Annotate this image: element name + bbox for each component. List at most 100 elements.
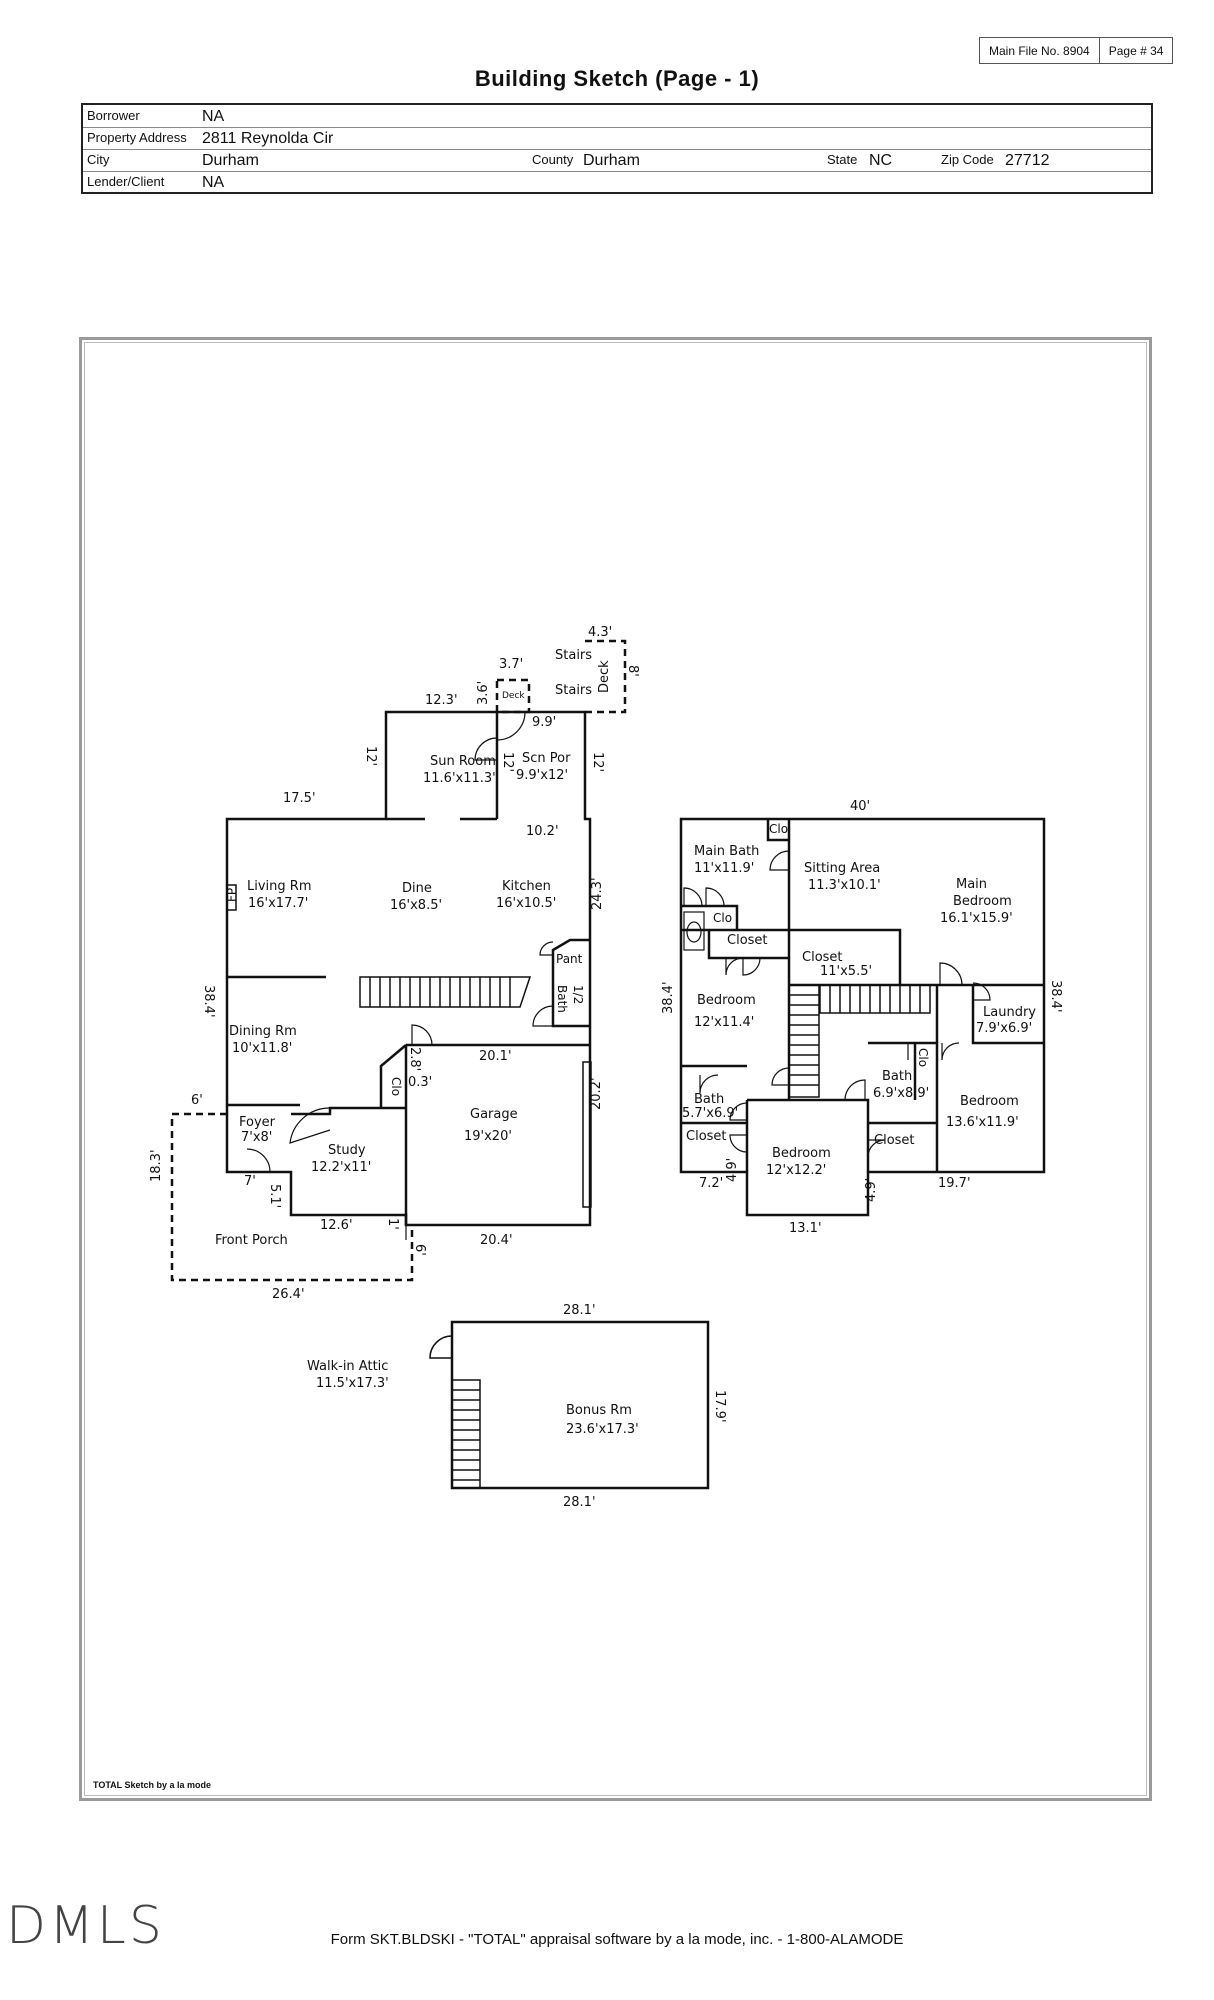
closet-wall	[707, 930, 789, 960]
front-porch-dashed	[170, 1112, 414, 1282]
label-closet-2: Closet	[802, 950, 843, 965]
label-deck-small: Deck	[502, 691, 525, 701]
dim-4-3: 4.3'	[588, 625, 612, 640]
file-number-box: Main File No. 8904 Page # 34	[979, 37, 1174, 64]
label-bonus-dim: 23.6'x17.3'	[566, 1422, 639, 1437]
row-city: City Durham County Durham State NC Zip C…	[83, 149, 1151, 172]
attic-stairs	[429, 1335, 481, 1489]
borrower-label: Borrower	[87, 108, 140, 123]
row-address: Property Address 2811 Reynolda Cir	[83, 127, 1151, 150]
sketch-sheet	[79, 337, 1152, 1801]
label-dine-dim: 16'x8.5'	[390, 898, 442, 913]
label-bedroom-3: Bedroom	[960, 1094, 1019, 1109]
label-closet-1: Closet	[727, 933, 768, 948]
dim-20-1: 20.1'	[479, 1049, 512, 1064]
label-scn-por-dim: 9.9'x12'	[516, 768, 568, 783]
label-clo-top: Clo	[769, 822, 788, 836]
label-dining-dim: 10'x11.8'	[232, 1041, 292, 1056]
label-bath-mid: Bath	[882, 1069, 912, 1084]
clo-top	[766, 819, 789, 842]
dim-18-3: 18.3'	[149, 1149, 164, 1182]
dim-40: 40'	[850, 799, 870, 814]
label-kitchen-dim: 16'x10.5'	[496, 896, 556, 911]
borrower-value: NA	[202, 108, 225, 125]
label-scn-por: Scn Por	[522, 751, 571, 766]
city-value: Durham	[202, 152, 259, 169]
label-study: Study	[328, 1143, 366, 1158]
page-title: Building Sketch (Page - 1)	[474, 66, 760, 91]
dim-3-6: 3.6'	[476, 681, 491, 705]
label-bedroom-3-dim: 13.6'x11.9'	[946, 1115, 1019, 1130]
dim-0-3: 0.3'	[408, 1075, 432, 1090]
label-clo-left: Clo	[713, 911, 732, 925]
dim-13-1: 13.1'	[789, 1221, 822, 1236]
label-half-bath: 1/2	[571, 985, 585, 1004]
form-footer: Form SKT.BLDSKI - "TOTAL" appraisal soft…	[330, 1931, 904, 1948]
clo-left	[681, 904, 739, 930]
label-deck: Deck	[597, 660, 612, 693]
label-clo: Clo	[389, 1077, 403, 1096]
label-stairs-2: Stairs	[555, 683, 592, 698]
lender-value: NA	[202, 174, 225, 191]
second-floor-stairs	[788, 984, 931, 1098]
city-label: City	[87, 152, 110, 167]
label-sun-room: Sun Room	[430, 754, 496, 769]
dim-38-4: 38.4'	[201, 985, 216, 1018]
dim-20-4: 20.4'	[480, 1233, 513, 1248]
label-main-bath-dim: 11'x11.9'	[694, 861, 754, 876]
dim-12-a: 12'	[363, 746, 378, 766]
label-bedroom-2: Bedroom	[772, 1146, 831, 1161]
dim-12-3: 12.3'	[425, 693, 458, 708]
label-main-bed-dim: 16.1'x15.9'	[940, 911, 1013, 926]
first-floor-outline	[225, 710, 592, 1227]
label-bath-small-dim: 5.7'x6.9'	[682, 1106, 738, 1121]
label-pant: Pant	[556, 952, 583, 966]
address-label: Property Address	[87, 130, 187, 145]
sketch-credit: TOTAL Sketch by a la mode	[93, 1780, 212, 1790]
second-floor-doors	[683, 850, 991, 1158]
dim-6-a: 6'	[191, 1093, 203, 1108]
county-label: County	[532, 152, 574, 167]
label-bonus: Bonus Rm	[566, 1403, 632, 1418]
zip-value: 27712	[1005, 152, 1050, 169]
laundry-wall	[971, 983, 1044, 1045]
label-living: Living Rm	[247, 879, 311, 894]
dim-4-9-a: 4.9'	[725, 1158, 740, 1182]
label-foyer: Foyer	[239, 1115, 276, 1130]
county-value: Durham	[583, 152, 640, 169]
dim-28-1-a: 28.1'	[563, 1303, 596, 1318]
label-main-bath: Main Bath	[694, 844, 759, 859]
garage-door	[582, 1061, 592, 1208]
dim-7: 7'	[244, 1174, 256, 1189]
label-half-bath-2: Bath	[555, 985, 569, 1013]
label-study-dim: 12.2'x11'	[311, 1160, 371, 1175]
sketch-sheet-inner	[84, 342, 1147, 1796]
main-file-number: Main File No. 8904	[989, 43, 1090, 58]
dim-17-9: 17.9'	[712, 1390, 727, 1423]
dim-6-b: 6'	[412, 1244, 427, 1256]
dim-7-2: 7.2'	[699, 1176, 723, 1191]
property-info-table: Borrower NA Property Address 2811 Reynol…	[81, 103, 1153, 194]
label-sun-room-dim: 11.6'x11.3'	[423, 771, 496, 786]
dim-1: 1'	[385, 1218, 400, 1230]
label-walk-in: Walk-in Attic	[307, 1359, 388, 1374]
dim-8: 8'	[625, 665, 640, 677]
fireplace	[227, 884, 237, 911]
dim-26-4: 26.4'	[272, 1287, 305, 1302]
dim-28-1-b: 28.1'	[563, 1495, 596, 1510]
dmls-logo: DMLS	[6, 1896, 165, 1956]
dim-5-1: 5.1'	[267, 1184, 282, 1208]
first-floor-plan	[225, 710, 592, 1227]
label-sitting-dim: 11.3'x10.1'	[808, 878, 881, 893]
label-walk-in-dim: 11.5'x17.3'	[316, 1376, 389, 1391]
dim-9-9: 9.9'	[532, 715, 556, 730]
dim-12-6: 12.6'	[320, 1218, 353, 1233]
bedroom-2-top	[747, 1098, 870, 1172]
dim-38-4-a: 38.4'	[661, 981, 676, 1014]
state-value: NC	[869, 152, 893, 169]
label-garage-dim: 19'x20'	[464, 1129, 512, 1144]
label-front-porch: Front Porch	[215, 1233, 288, 1248]
label-clo-bath: Clo	[916, 1048, 930, 1067]
row-borrower: Borrower NA	[83, 105, 1151, 128]
